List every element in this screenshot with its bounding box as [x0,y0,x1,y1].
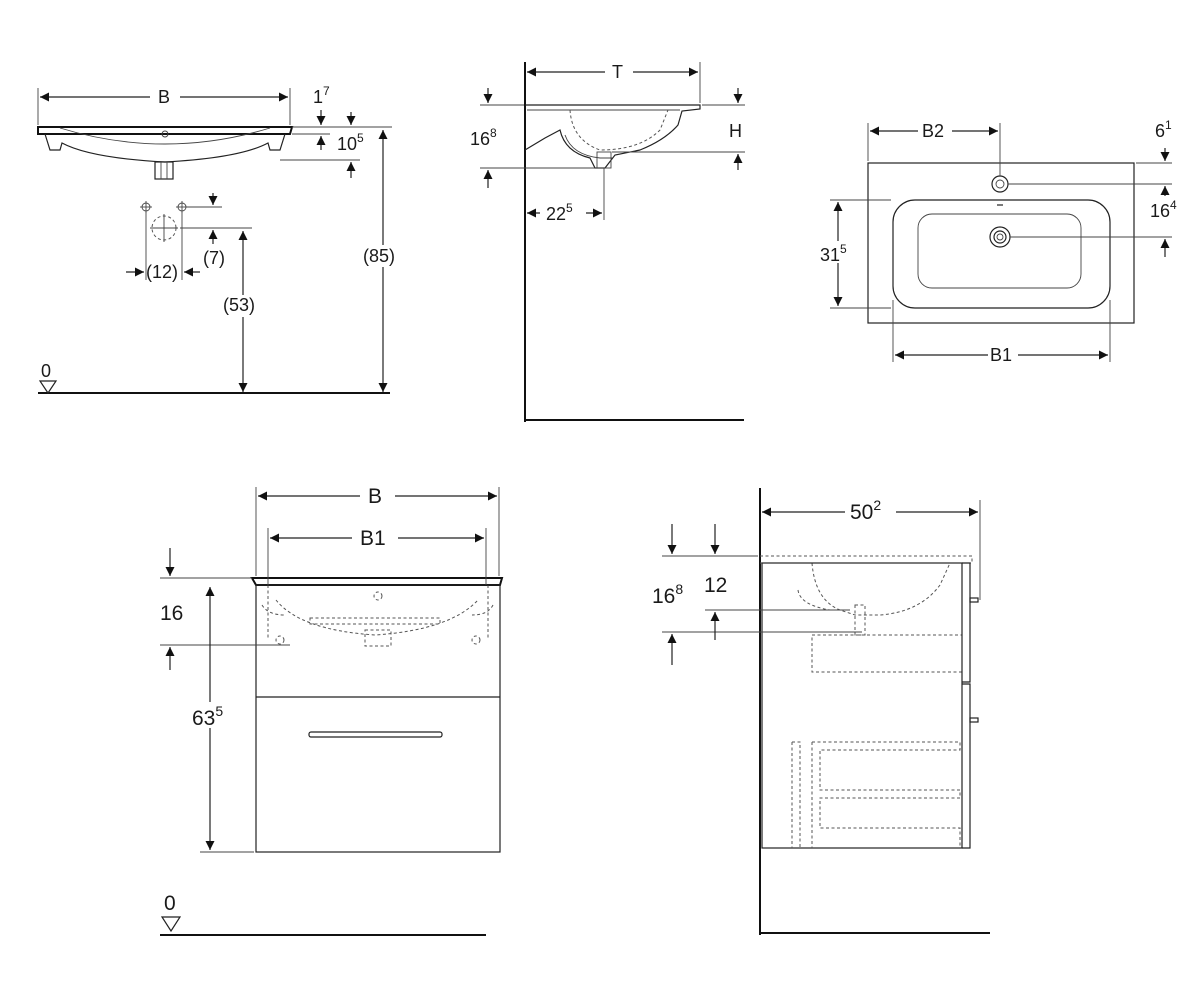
cabinet-side-view: 502 168 12 [652,488,990,935]
basin-front-view: B 17 105 (85) (7) (12) [37,84,404,395]
basin-width-label: B [158,87,170,107]
tap-connection-symbols [140,201,188,242]
basin-depth-T-label: T [612,62,623,82]
rim-thickness-label: 17 [313,84,330,107]
bowl-depth-label: 315 [820,242,847,265]
tap-hole-distance-B2-label: B2 [922,121,944,141]
cabinet-front-view: B B1 16 635 0 [160,485,504,936]
basin-side-view: T 168 H 225 [470,62,745,422]
cabinet-B1-label: B1 [360,527,386,550]
side-height-label: 168 [470,126,497,149]
cabinet-height-label: 635 [192,703,223,730]
bowl-width-B1-label: B1 [990,345,1012,365]
tap-hole-offset-label: 61 [1155,118,1172,141]
tap-spacing-label: (12) [146,262,178,282]
drain-offset-label: 164 [1150,198,1177,221]
basin-top-view: B2 B1 61 164 315 [816,118,1177,365]
cabinet-basin-depth-label: 16 [160,602,183,625]
total-height-label: (85) [363,246,395,266]
basin-depth-label: 105 [337,131,364,154]
siphon-height-label: 12 [704,574,727,597]
cabinet-width-B-label: B [368,485,382,508]
cabinet-depth-label: 502 [850,497,881,524]
cabinet-side-basin-label: 168 [652,581,683,608]
basin-H-label: H [729,121,742,141]
tap-height-label: (53) [223,295,255,315]
drain-distance-label: 225 [546,201,573,224]
floor-zero-label: 0 [41,361,51,381]
cabinet-floor-zero-label: 0 [164,892,176,915]
tap-offset-label: (7) [203,248,225,268]
